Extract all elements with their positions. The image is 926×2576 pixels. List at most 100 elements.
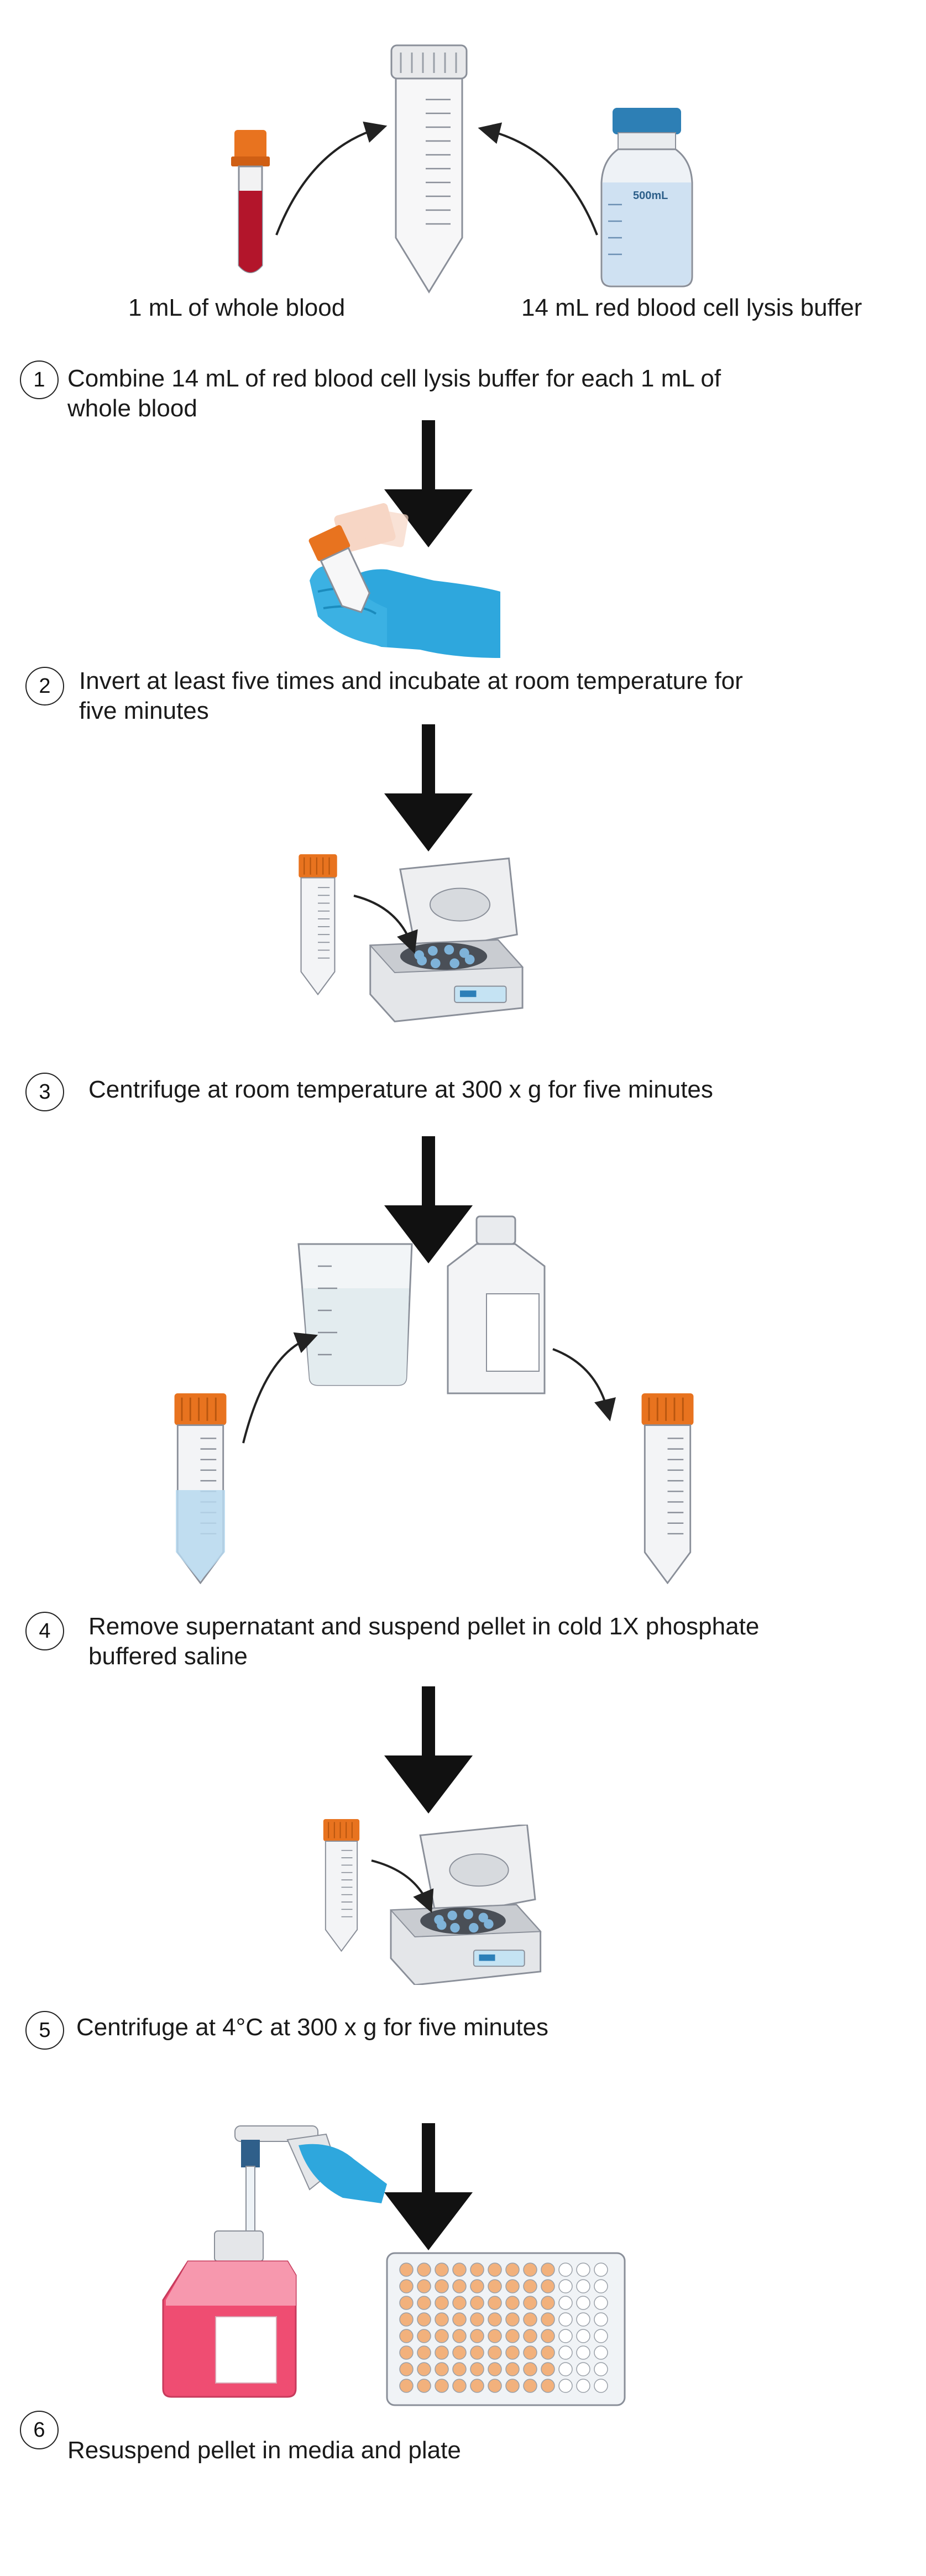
step-4-number: 4 (25, 1612, 64, 1650)
plate-well (488, 2279, 502, 2293)
plate-well (417, 2362, 431, 2376)
plate-well (488, 2362, 502, 2376)
fresh-tube-icon (640, 1393, 695, 1584)
plate-well (399, 2345, 414, 2360)
down-arrow-4 (384, 1686, 473, 1814)
blood-tube-icon (231, 130, 270, 273)
plate-well (452, 2312, 467, 2327)
plate-well (417, 2296, 431, 2310)
lysis-buffer-bottle-icon: 500mL (600, 108, 693, 288)
plate-well (452, 2296, 467, 2310)
plate-well (576, 2362, 590, 2376)
plate-well (594, 2379, 608, 2393)
plate-well (594, 2329, 608, 2343)
centrifuge-icon-2 (390, 1825, 542, 1985)
conical-tube-icon-2 (322, 1819, 360, 1952)
plate-well (576, 2296, 590, 2310)
plate-well (435, 2345, 449, 2360)
plate-well (541, 2263, 555, 2277)
plate-well (505, 2345, 520, 2360)
plate-well (435, 2296, 449, 2310)
step-3-text: Centrifuge at room temperature at 300 x … (88, 1076, 713, 1103)
plate-well (576, 2279, 590, 2293)
empty-conical-tube-icon (390, 44, 468, 294)
plate-well (505, 2312, 520, 2327)
down-arrow-2 (384, 724, 473, 851)
plate-well (488, 2296, 502, 2310)
step-6-text: Resuspend pellet in media and plate (67, 2437, 461, 2464)
arrow-to-beaker (242, 1332, 318, 1444)
plate-well (523, 2296, 537, 2310)
plate-well (594, 2345, 608, 2360)
pbs-bottle-icon (447, 1215, 546, 1394)
plate-well (576, 2263, 590, 2277)
plate-well (470, 2312, 484, 2327)
plate-well (488, 2345, 502, 2360)
plate-well (558, 2379, 573, 2393)
plate-well (541, 2279, 555, 2293)
plate-well (505, 2296, 520, 2310)
plate-well (505, 2279, 520, 2293)
arrow-tube-to-centrifuge-2 (371, 1859, 434, 1913)
plate-well (417, 2263, 431, 2277)
plate-well (399, 2263, 414, 2277)
plate-well (452, 2279, 467, 2293)
plate-well (452, 2329, 467, 2343)
plate-well (470, 2263, 484, 2277)
step-1-number: 1 (20, 360, 59, 399)
plate-well (452, 2263, 467, 2277)
plate-well (558, 2279, 573, 2293)
plate-well (488, 2329, 502, 2343)
plate-well (541, 2296, 555, 2310)
plate-well (576, 2312, 590, 2327)
plate-well (435, 2312, 449, 2327)
centrifuge-icon (369, 858, 524, 1022)
plate-well (541, 2345, 555, 2360)
plate-well (541, 2329, 555, 2343)
arrow-buffer-to-tube (478, 122, 598, 236)
plate-well (417, 2279, 431, 2293)
plate-well (558, 2263, 573, 2277)
plate-well (488, 2312, 502, 2327)
plate-well (576, 2379, 590, 2393)
plate-well (470, 2379, 484, 2393)
plate-well (435, 2263, 449, 2277)
plate-well (399, 2362, 414, 2376)
plate-well (541, 2379, 555, 2393)
plate-well (470, 2345, 484, 2360)
plate-well (558, 2329, 573, 2343)
plate-well (435, 2379, 449, 2393)
plate-well (435, 2362, 449, 2376)
plate-well (541, 2362, 555, 2376)
plate-well (488, 2379, 502, 2393)
plate-well (505, 2329, 520, 2343)
plate-well (435, 2329, 449, 2343)
plate-well (523, 2345, 537, 2360)
plate-well (523, 2379, 537, 2393)
plate-well (576, 2329, 590, 2343)
plate-well (541, 2312, 555, 2327)
beaker-icon (297, 1243, 413, 1386)
conical-tube-icon (298, 854, 338, 995)
step-5-text: Centrifuge at 4°C at 300 x g for five mi… (76, 2014, 549, 2041)
plate-well (558, 2345, 573, 2360)
plate-well (505, 2362, 520, 2376)
plate-well (523, 2312, 537, 2327)
plate-well (523, 2279, 537, 2293)
plate-well (470, 2362, 484, 2376)
bottle-volume-label: 500mL (633, 190, 668, 202)
step-6-number: 6 (20, 2411, 59, 2449)
plate-well (417, 2379, 431, 2393)
media-flask-icon (162, 2230, 297, 2398)
plate-well (399, 2296, 414, 2310)
plate-well (594, 2296, 608, 2310)
step-2-number: 2 (25, 667, 64, 706)
step-5-number: 5 (25, 2011, 64, 2050)
plate-well (523, 2362, 537, 2376)
plate-well (417, 2312, 431, 2327)
plate-well (558, 2296, 573, 2310)
plate-well (399, 2329, 414, 2343)
plate-well (452, 2362, 467, 2376)
plate-well (576, 2345, 590, 2360)
plate-well (417, 2345, 431, 2360)
